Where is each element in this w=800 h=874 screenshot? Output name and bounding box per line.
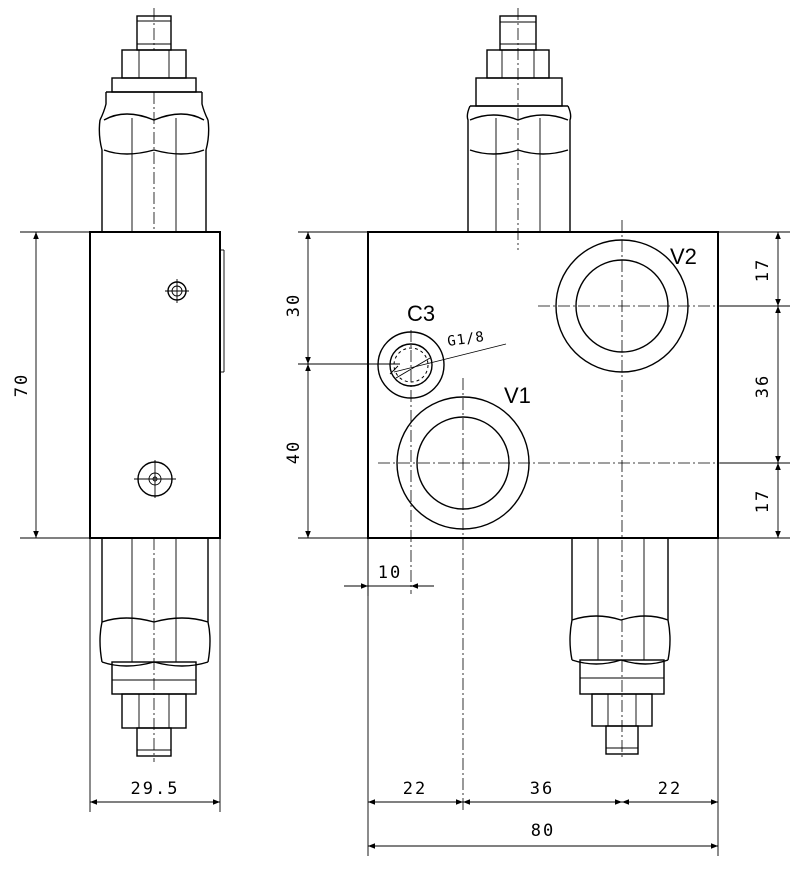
dim-front-right: 17 36 17 bbox=[718, 231, 790, 539]
side-view: 70 29.5 bbox=[12, 8, 225, 812]
dim-40-label: 40 bbox=[284, 440, 304, 464]
front-view: V2 V1 C3 G1/8 3 bbox=[284, 8, 790, 856]
side-body-block bbox=[89, 231, 221, 539]
dim-70-label: 70 bbox=[12, 373, 32, 397]
port-c3 bbox=[377, 330, 445, 594]
dim-side-height: 70 bbox=[12, 231, 90, 539]
dim-36-right-label: 36 bbox=[753, 374, 773, 398]
port-c3-label: C3 bbox=[407, 301, 435, 326]
side-top-stud bbox=[98, 8, 210, 232]
dim-80-label: 80 bbox=[531, 821, 555, 841]
dim-front-left: 30 40 bbox=[284, 231, 400, 539]
port-v1-label: V1 bbox=[504, 383, 531, 408]
dim-17-top-label: 17 bbox=[753, 258, 773, 282]
port-v2 bbox=[538, 220, 720, 760]
side-bottom-cartridge bbox=[99, 538, 211, 762]
port-v2-label: V2 bbox=[670, 244, 697, 269]
front-bottom-cartridge bbox=[569, 538, 671, 755]
front-top-cartridge bbox=[466, 8, 572, 250]
dim-side-width: 29.5 bbox=[89, 538, 221, 812]
dim-30-label: 30 bbox=[284, 293, 304, 317]
thread-label: G1/8 bbox=[446, 329, 486, 350]
dim-10-label: 10 bbox=[378, 563, 402, 583]
thread-leader bbox=[393, 343, 507, 373]
dim-36-bottom-label: 36 bbox=[530, 779, 554, 799]
dim-22-left-label: 22 bbox=[403, 779, 427, 799]
dim-22-right-label: 22 bbox=[658, 779, 682, 799]
side-lower-port bbox=[134, 460, 176, 498]
side-gauge-port bbox=[165, 279, 189, 303]
port-v1 bbox=[378, 378, 720, 812]
dim-c3-offset: 10 bbox=[344, 538, 434, 596]
front-body-block bbox=[367, 231, 719, 539]
dim-front-bottom: 22 36 22 80 bbox=[367, 538, 719, 856]
dim-29-5-label: 29.5 bbox=[131, 779, 180, 799]
dim-17-bottom-label: 17 bbox=[753, 489, 773, 513]
